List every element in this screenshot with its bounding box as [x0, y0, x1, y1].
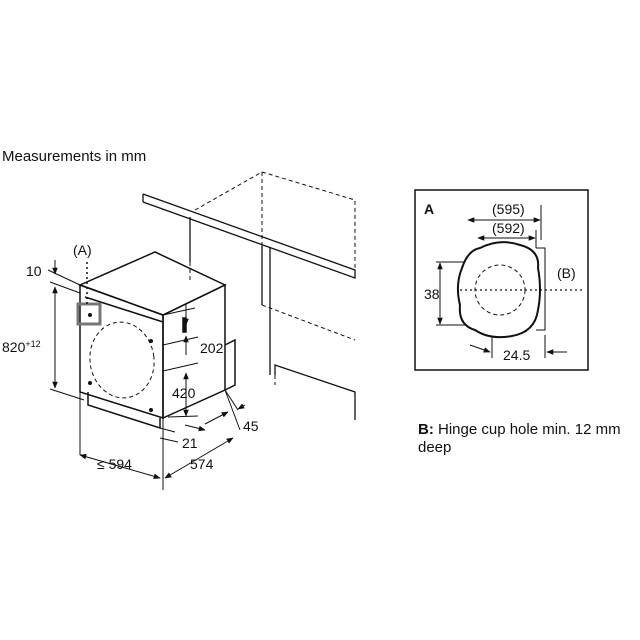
cabinet-hidden-lines [189, 171, 356, 385]
callout-a-marker [76, 302, 102, 326]
detail-dim-595: (595) [492, 201, 525, 217]
dim-202: 202 [200, 340, 224, 356]
dim-820-value: 820 [2, 339, 26, 355]
detail-dim-38: 38 [424, 286, 440, 302]
dim-574: 574 [190, 456, 214, 472]
detail-dim-592: (592) [492, 220, 525, 236]
dim-45: 45 [243, 418, 259, 434]
door-porthole [89, 321, 155, 399]
dim-10: 10 [26, 263, 42, 279]
callout-a-label: (A) [73, 242, 92, 258]
dim-820-sup: +12 [25, 339, 40, 349]
page-title: Measurements in mm [2, 148, 147, 165]
hinge-note: B: Hinge cup hole min. 12 mm deep [418, 421, 640, 457]
callout-b-label: (B) [557, 265, 576, 281]
dim-21: 21 [182, 435, 198, 451]
dimension-lines [47, 260, 246, 490]
cabinet-outline [142, 193, 356, 420]
detail-a-geometry [436, 205, 567, 358]
detail-dim-24-5: 24.5 [503, 347, 530, 363]
dim-420: 420 [172, 385, 196, 401]
detail-a-label: A [424, 201, 434, 217]
dim-820: 820+12 [2, 339, 41, 355]
mount-screws [88, 313, 153, 412]
hinge-cup-cutout [456, 241, 541, 339]
note-text: Hinge cup hole min. 12 mm deep [418, 421, 621, 456]
dim-594: ≤ 594 [97, 456, 132, 472]
note-key: B: [418, 421, 434, 438]
